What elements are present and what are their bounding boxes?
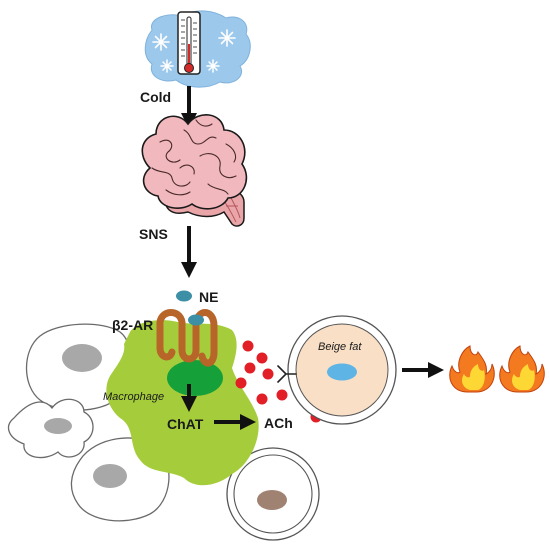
ach-label: ACh bbox=[264, 415, 293, 431]
ach-dot bbox=[256, 352, 268, 364]
adipocyte-nucleus bbox=[257, 490, 287, 510]
macrophage-label: Macrophage bbox=[103, 391, 164, 403]
ach-dot bbox=[262, 368, 274, 380]
tissue-cell bbox=[7, 398, 94, 459]
ne-molecule bbox=[188, 314, 204, 326]
sns-label: SNS bbox=[139, 226, 168, 242]
macrophage-nucleus bbox=[167, 360, 223, 396]
ach-receptor bbox=[277, 365, 297, 383]
cell-nucleus bbox=[93, 464, 127, 488]
chat-label: ChAT bbox=[167, 416, 204, 432]
cold-label: Cold bbox=[140, 89, 171, 105]
flame-icon bbox=[499, 345, 545, 393]
ne-label: NE bbox=[199, 289, 218, 305]
beige-fat-nucleus bbox=[327, 363, 357, 381]
snowflake-icon bbox=[206, 59, 220, 73]
tissue-cell bbox=[25, 323, 132, 411]
beige-fat-label: Beige fat bbox=[318, 341, 362, 353]
ach-dot bbox=[244, 362, 256, 374]
beta2-adrenergic-receptor bbox=[156, 309, 218, 367]
flame-icon bbox=[449, 345, 495, 393]
snowflake-icon bbox=[152, 33, 170, 51]
b2ar-label: β2-AR bbox=[112, 317, 153, 333]
brain-icon bbox=[141, 114, 248, 227]
ach-dot bbox=[256, 393, 268, 405]
ne-molecule bbox=[176, 290, 192, 302]
cell-nucleus bbox=[62, 344, 102, 372]
ach-dot bbox=[276, 389, 288, 401]
snowflake-icon bbox=[160, 59, 174, 73]
ach-dot bbox=[242, 340, 254, 352]
thermometer-icon bbox=[177, 11, 201, 75]
beige-fat-cell bbox=[287, 315, 397, 425]
cell-nucleus bbox=[44, 418, 72, 434]
snowflake-icon bbox=[218, 29, 236, 47]
adipocyte-cell bbox=[226, 447, 320, 541]
ach-dot bbox=[235, 377, 247, 389]
